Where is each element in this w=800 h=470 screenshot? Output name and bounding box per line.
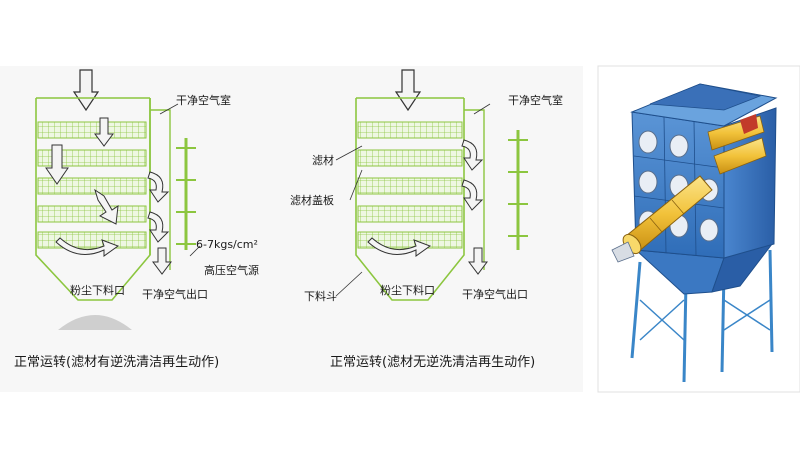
cartridge-caps xyxy=(638,130,719,242)
left-label-pressure: 6-7kgs/cm² xyxy=(196,238,258,251)
left-filter-row-4 xyxy=(37,205,147,223)
left-label-clean-chamber: 干净空气室 xyxy=(176,93,231,107)
right-outlet-arrow-icon xyxy=(468,247,488,275)
right-label-clean-outlet: 干净空气出口 xyxy=(462,287,528,301)
left-inlet-arrow-icon xyxy=(72,69,100,112)
right-label-filter-media: 滤材 xyxy=(312,153,334,167)
left-pulse-arrow-icon xyxy=(147,171,170,203)
collector-3d-illustration xyxy=(611,83,778,383)
left-panel-bg xyxy=(0,66,583,392)
left-label-air-source: 高压空气源 xyxy=(204,263,259,277)
right-pulse-arrow-icon xyxy=(461,179,484,211)
left-label-dust-outlet: 粉尘下料口 xyxy=(70,283,125,297)
right-casing xyxy=(355,97,465,301)
left-filter-row-3 xyxy=(37,177,147,195)
right-collector-diagram: 干净空气室 滤材 滤材盖板 下料斗 粉尘下料口 干净空气出口 正常运转(滤材无逆… xyxy=(290,69,563,370)
left-pulse-arrow-icon xyxy=(147,211,170,243)
right-filter-row-1 xyxy=(357,121,463,139)
left-clean-chamber-wall xyxy=(150,109,171,270)
right-filter-row-4 xyxy=(357,205,463,223)
left-filter-row-5 xyxy=(37,231,147,249)
left-collector-diagram: 干净空气室 6-7kgs/cm² 高压空气源 粉尘下料口 干净空气出口 正常运转… xyxy=(14,69,259,370)
support-legs xyxy=(630,249,774,383)
left-caption: 正常运转(滤材有逆洗清洁再生动作) xyxy=(14,354,219,370)
left-outlet-arrow-icon xyxy=(152,247,172,275)
right-caption: 正常运转(滤材无逆洗清洁再生动作) xyxy=(330,354,535,370)
right-filter-row-2 xyxy=(357,149,463,167)
left-flow-arrow-icon xyxy=(94,117,114,147)
right-label-dust-outlet: 粉尘下料口 xyxy=(380,283,435,297)
left-label-clean-outlet: 干净空气出口 xyxy=(142,287,208,301)
right-pulse-arrow-icon xyxy=(461,139,484,171)
right-label-clean-chamber: 干净空气室 xyxy=(508,93,563,107)
right-clean-chamber-wall xyxy=(464,109,485,270)
right-flow-arrow-icon xyxy=(367,237,432,257)
right-filter-row-3 xyxy=(357,177,463,195)
right-label-hopper: 下料斗 xyxy=(304,289,337,303)
right-label-filter-cover: 滤材盖板 xyxy=(290,193,334,207)
left-flow-arrow-icon xyxy=(94,188,119,225)
left-flow-arrow-icon xyxy=(55,237,120,257)
left-filter-row-2 xyxy=(37,149,147,167)
left-flow-arrow-icon xyxy=(45,144,69,185)
extracted-cartridge xyxy=(611,175,713,263)
right-inlet-arrow-icon xyxy=(394,69,422,112)
left-dust-pile xyxy=(58,315,132,330)
left-filter-row-1 xyxy=(37,121,147,139)
